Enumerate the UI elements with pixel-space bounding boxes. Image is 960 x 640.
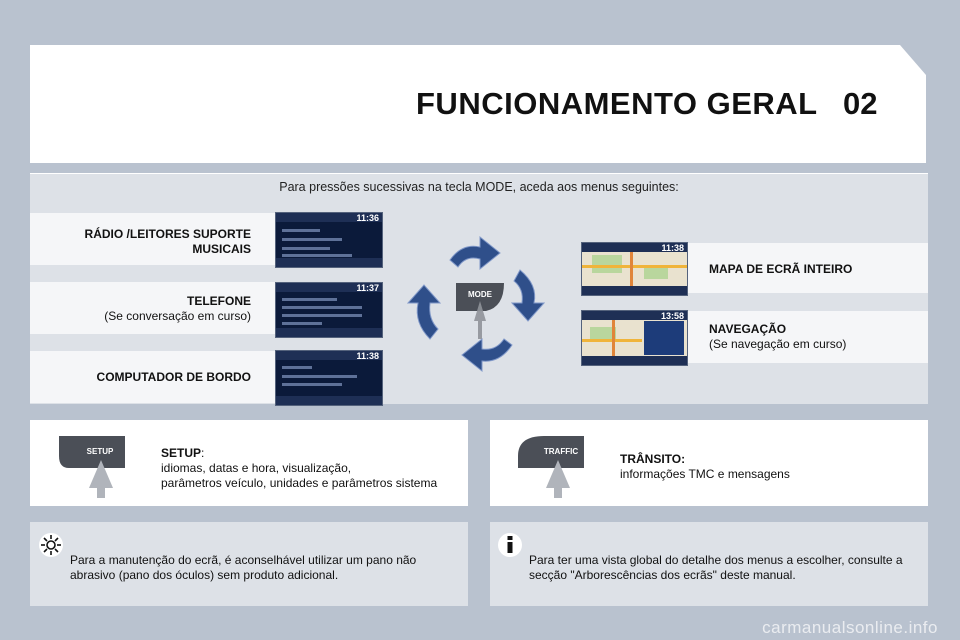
maintenance-note-text: Para a manutenção do ecrã, é aconselháve… — [70, 553, 417, 582]
mode-band-trip-computer — [30, 351, 275, 403]
screen-full-map-clock: 11:38 — [661, 243, 684, 253]
setup-key-label: SETUP — [86, 447, 114, 456]
traffic-key-icon — [518, 436, 584, 498]
page-title: FUNCIONAMENTO GERAL — [416, 86, 818, 121]
setup-line1: idiomas, datas e hora, visualização, — [161, 461, 352, 475]
screen-trip-computer-clock: 11:38 — [356, 351, 379, 361]
mode-label-navigation: NAVEGAÇÃO — [709, 322, 787, 336]
mode-band-telephone — [30, 282, 275, 334]
arrow-right-curved-icon — [449, 235, 501, 271]
mode-sublabel-telephone: (Se conversação em curso) — [104, 309, 251, 323]
info-note-text: Para ter uma vista global do detalhe dos… — [529, 553, 903, 582]
setup-text: SETUP: idiomas, datas e hora, visualizaç… — [161, 446, 461, 491]
arrow-left-curved-icon — [461, 337, 513, 373]
screen-radio: 11:36 — [275, 212, 383, 268]
mode-key-icon — [456, 283, 504, 311]
screen-navigation: 13:58 — [581, 310, 688, 366]
arrow-down-curved-icon — [510, 269, 546, 322]
setup-line2: parâmetros veículo, unidades e parâmetro… — [161, 476, 438, 490]
mode-label-radio: RÁDIO /LEITORES SUPORTE MUSICAIS — [84, 227, 251, 256]
screen-telephone-clock: 11:37 — [356, 283, 379, 293]
sun-tip-icon — [39, 533, 63, 557]
chapter-number: 02 — [843, 86, 878, 121]
header-card — [30, 45, 926, 163]
mode-cycle-diagram — [406, 235, 546, 373]
info-note — [490, 522, 928, 606]
mode-band-full-map — [686, 243, 928, 293]
mode-label-trip-computer: COMPUTADOR DE BORDO — [96, 370, 251, 384]
setup-key-icon — [59, 436, 125, 498]
screen-navigation-clock: 13:58 — [660, 311, 684, 321]
mode-band-navigation — [686, 311, 928, 363]
mode-key-label: MODE — [468, 290, 492, 299]
intro-text: Para pressões sucessivas na tecla MODE, … — [279, 180, 679, 194]
mode-label-full-map: MAPA DE ECRÃ INTEIRO — [709, 262, 853, 276]
mode-sublabel-navigation: (Se navegação em curso) — [709, 337, 847, 351]
press-arrow-icon — [474, 301, 486, 339]
screen-trip-computer: 11:38 — [275, 350, 383, 406]
screen-full-map: 11:38 — [581, 242, 688, 296]
watermark: carmanualsonline.info — [762, 618, 938, 637]
setup-title-suffix: : — [201, 446, 205, 460]
maintenance-note — [30, 522, 468, 606]
arrow-up-curved-icon — [406, 284, 442, 340]
traffic-title: TRÂNSITO: — [620, 452, 686, 466]
mode-band-radio — [30, 213, 275, 265]
traffic-text: TRÂNSITO: informações TMC e mensagens — [620, 452, 920, 482]
screen-telephone: 11:37 — [275, 282, 383, 338]
traffic-line1: informações TMC e mensagens — [620, 467, 790, 481]
info-icon — [498, 533, 522, 557]
traffic-key-label: TRAFFIC — [543, 447, 579, 456]
setup-title: SETUP — [161, 446, 202, 460]
screen-radio-clock: 11:36 — [356, 213, 379, 223]
mode-label-telephone: TELEFONE — [186, 294, 251, 308]
